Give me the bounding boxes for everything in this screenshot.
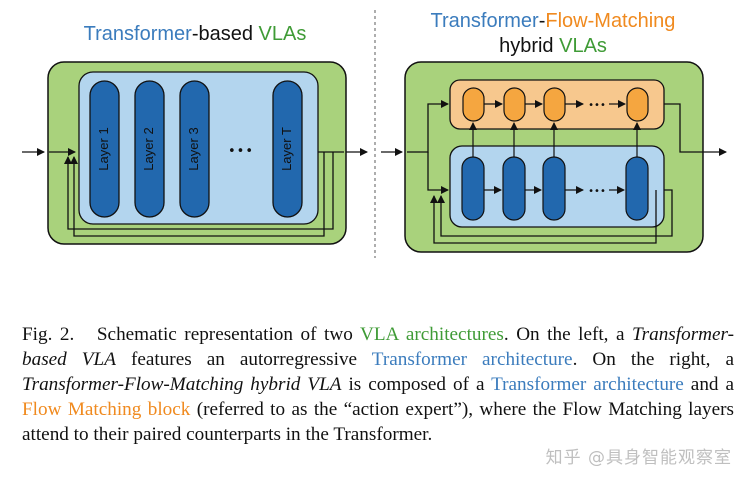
hybrid-vla-diagram: ••• ••• xyxy=(381,61,727,253)
right-flow-arrows xyxy=(381,100,727,244)
caption-text: . On the left, a xyxy=(503,324,633,345)
left-flow-arrows xyxy=(22,148,368,237)
figure-caption: Fig. 2. Schematic representation of two … xyxy=(22,322,734,447)
transformer-layer xyxy=(461,156,485,221)
layers-ellipsis: ••• xyxy=(228,144,254,159)
layer-block: Layer T xyxy=(272,80,303,218)
architecture-figure: Transformer-based VLAs Layer 1 Layer 2 L… xyxy=(22,10,727,258)
layer-block: Layer 2 xyxy=(134,80,165,218)
layer-label: Layer 3 xyxy=(186,127,201,170)
flow-ellipsis: ••• xyxy=(588,100,606,111)
caption-text: (referred to as the “action expert”), wh… xyxy=(22,399,734,445)
right-title-line2: hybrid VLAs xyxy=(499,35,607,57)
caption-highlight-orange: Flow Matching block xyxy=(22,399,191,420)
layer-label: Layer T xyxy=(279,127,294,171)
layer-block: Layer 1 xyxy=(89,80,120,218)
flow-matching-layer xyxy=(626,87,649,122)
caption-text: features an autorregressive xyxy=(115,349,372,370)
caption-text: Schematic representation of two xyxy=(96,324,360,345)
transformer-layer xyxy=(625,156,649,221)
watermark: 知乎 @具身智能观察室 xyxy=(545,448,732,468)
transformer-layer xyxy=(542,156,566,221)
attention-arrows xyxy=(469,122,641,157)
right-title-line1: Transformer-Flow-Matching xyxy=(431,10,676,32)
flow-matching-layer xyxy=(543,87,566,122)
caption-fig-label: Fig. 2. xyxy=(22,324,75,345)
caption-italic: Transformer-Flow-Matching hybrid VLA xyxy=(22,374,342,395)
caption-italic: Transformer-based VLA xyxy=(22,324,735,370)
transformer-layer xyxy=(502,156,526,221)
caption-text: is composed of a xyxy=(341,374,492,395)
caption-highlight-blue: Transformer architecture xyxy=(491,374,684,395)
layer-label: Layer 2 xyxy=(141,127,156,170)
caption-highlight-green: VLA architectures xyxy=(359,324,504,345)
flow-matching-layer xyxy=(503,87,526,122)
flow-matching-layer xyxy=(462,87,485,122)
caption-highlight-blue: Transformer architecture xyxy=(371,349,573,370)
left-title: Transformer-based VLAs xyxy=(84,23,307,45)
transformer-ellipsis: ••• xyxy=(588,186,606,197)
caption-text: and a xyxy=(683,374,734,395)
caption-text: . On the right, a xyxy=(572,349,734,370)
layer-block: Layer 3 xyxy=(179,80,210,218)
layer-label: Layer 1 xyxy=(96,127,111,170)
transformer-based-vla-diagram: Layer 1 Layer 2 Layer 3 ••• Layer T xyxy=(22,61,368,245)
